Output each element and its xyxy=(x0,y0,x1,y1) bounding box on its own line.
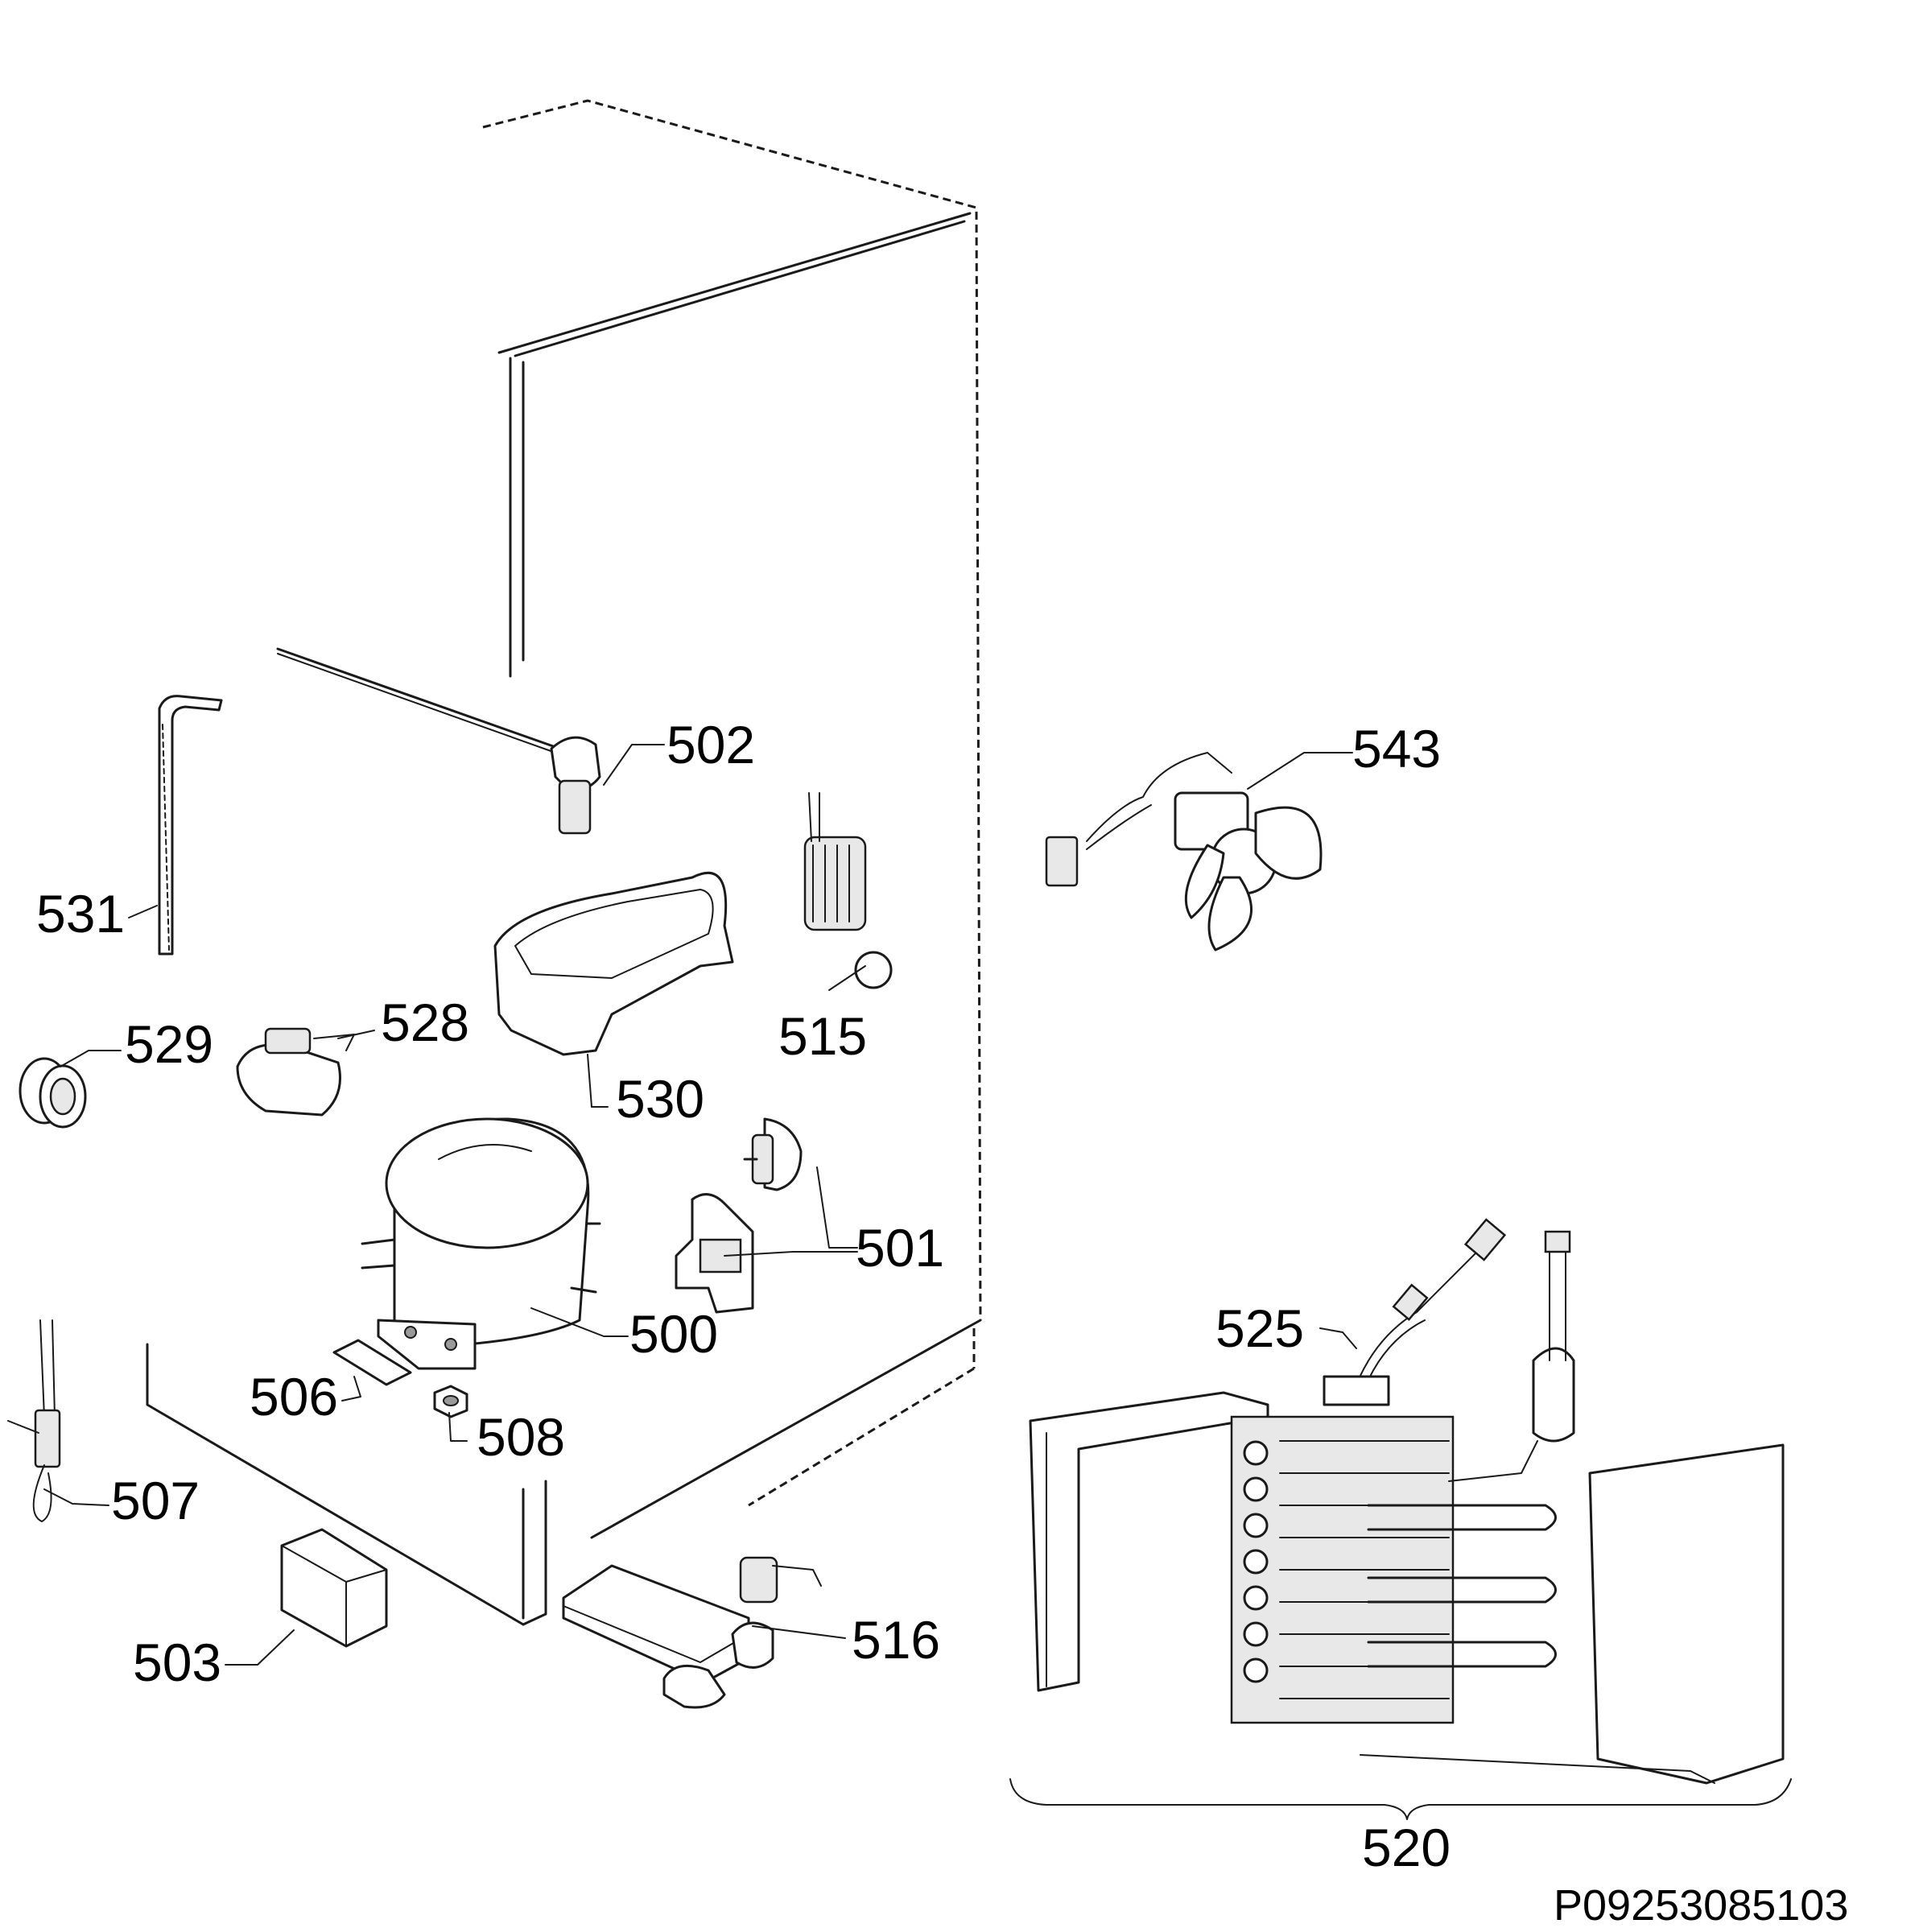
nut-508 xyxy=(433,1385,468,1418)
drawing-code: P09253085103 xyxy=(1554,1881,1848,1930)
label-531: 531 xyxy=(36,884,125,943)
label-503: 503 xyxy=(133,1633,221,1692)
grommet-528 xyxy=(236,1027,355,1117)
callout-labels: 502 531 528 529 530 515 501 500 506 508 … xyxy=(36,715,1848,1930)
evaporator-assembly-520 xyxy=(1029,1230,1785,1785)
label-502: 502 xyxy=(666,715,755,774)
label-500: 500 xyxy=(629,1304,718,1364)
evaporator-coil-loops xyxy=(1243,1440,1269,1683)
label-506: 506 xyxy=(250,1367,338,1426)
label-543: 543 xyxy=(1352,719,1441,778)
drain-tube-531 xyxy=(158,695,223,956)
label-528: 528 xyxy=(381,993,469,1052)
label-520: 520 xyxy=(1362,1818,1451,1877)
label-529: 529 xyxy=(125,1014,213,1074)
plate-506 xyxy=(332,1339,412,1386)
fan-motor-543 xyxy=(1045,752,1323,952)
crisper-tray-530 xyxy=(493,872,734,1056)
label-530: 530 xyxy=(616,1069,704,1129)
label-516: 516 xyxy=(852,1610,940,1670)
label-515: 515 xyxy=(778,1006,867,1066)
label-508: 508 xyxy=(477,1407,565,1467)
wiring-harness-525 xyxy=(1323,1218,1507,1406)
label-525: 525 xyxy=(1215,1298,1304,1358)
cabinet-outline xyxy=(146,99,982,1626)
capacitor-503 xyxy=(280,1528,388,1648)
label-507: 507 xyxy=(111,1471,200,1530)
compressor-500 xyxy=(361,1117,601,1370)
relay-501 xyxy=(675,1117,803,1314)
bracket-516 xyxy=(562,1556,822,1709)
heater-515 xyxy=(803,792,893,991)
label-501: 501 xyxy=(856,1218,944,1278)
thermostat-bulb-502 xyxy=(276,647,601,835)
leader-lines xyxy=(43,744,1792,1820)
bushing-529 xyxy=(19,1057,87,1129)
wire-sensor-507 xyxy=(7,1319,61,1522)
